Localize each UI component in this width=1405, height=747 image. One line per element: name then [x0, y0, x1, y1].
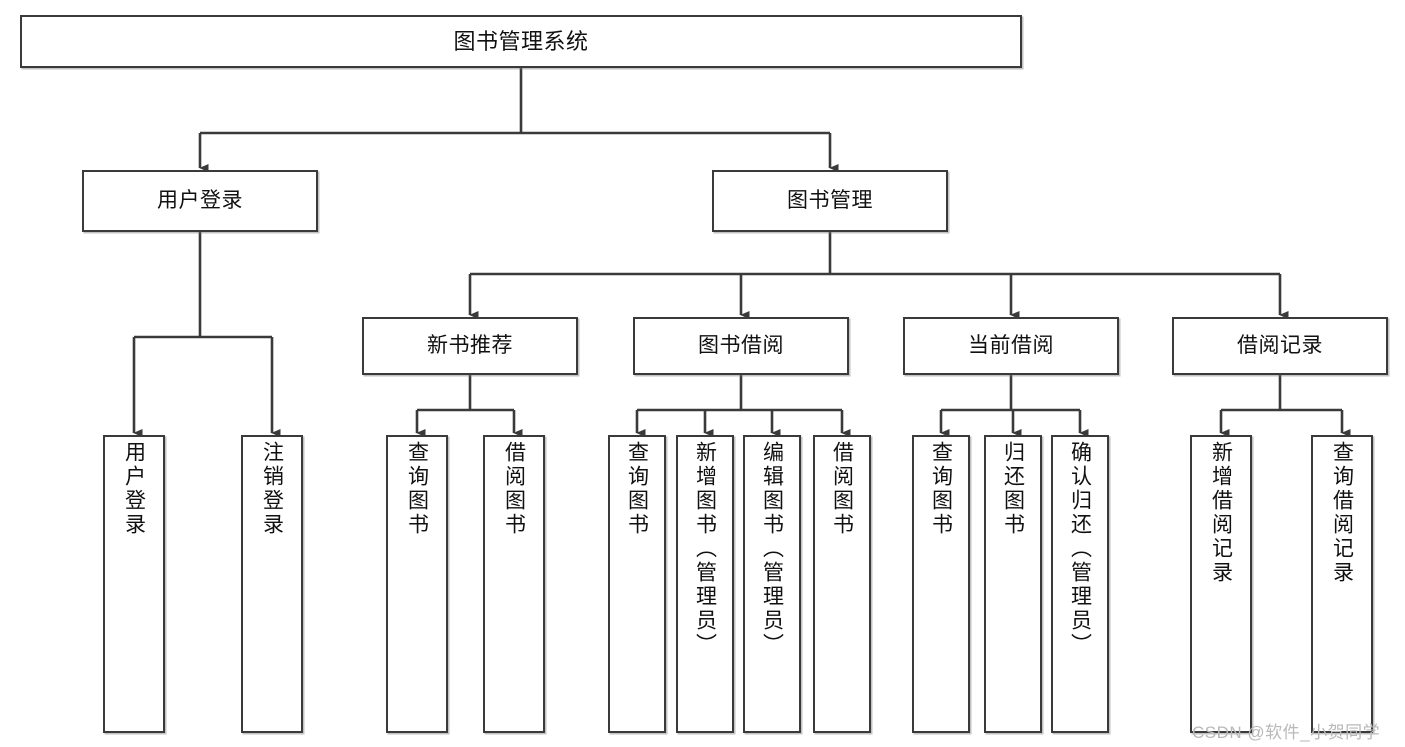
csdn-watermark: CSDN @软件_小贺同学	[1192, 723, 1381, 742]
node-leaf-query-book-rec[interactable]: 查询图书	[386, 435, 448, 733]
node-book-borrow-label: 图书借阅	[698, 333, 784, 357]
node-leaf-confirm-return[interactable]: 确认归还（管理员）	[1051, 435, 1109, 733]
node-root-label: 图书管理系统	[453, 28, 589, 54]
node-current-borrow-label: 当前借阅	[968, 333, 1054, 357]
node-leaf-edit-book-label: 编辑图书（管理员）	[760, 441, 784, 657]
node-leaf-add-record-label: 新增借阅记录	[1209, 441, 1233, 585]
node-leaf-query-record-label: 查询借阅记录	[1330, 441, 1354, 585]
node-book-manage-label: 图书管理	[787, 188, 873, 212]
node-leaf-confirm-return-label: 确认归还（管理员）	[1068, 441, 1092, 657]
node-leaf-add-book-label: 新增图书（管理员）	[693, 441, 717, 657]
node-root[interactable]: 图书管理系统	[20, 15, 1022, 68]
node-leaf-borrow-book[interactable]: 借阅图书	[813, 435, 871, 733]
node-leaf-borrow-book-rec[interactable]: 借阅图书	[483, 435, 545, 733]
node-leaf-query-book[interactable]: 查询图书	[608, 435, 666, 733]
node-borrow-record-label: 借阅记录	[1237, 333, 1323, 357]
node-current-borrow[interactable]: 当前借阅	[903, 317, 1119, 375]
node-borrow-record[interactable]: 借阅记录	[1172, 317, 1388, 375]
node-new-book-rec[interactable]: 新书推荐	[362, 317, 578, 375]
node-leaf-query-book-cur-label: 查询图书	[929, 441, 953, 537]
node-leaf-add-record[interactable]: 新增借阅记录	[1190, 435, 1252, 733]
node-leaf-borrow-book-label: 借阅图书	[830, 441, 854, 537]
node-new-book-rec-label: 新书推荐	[427, 333, 513, 357]
node-user-login-label: 用户登录	[157, 188, 243, 212]
node-leaf-user-login[interactable]: 用户登录	[103, 435, 165, 733]
node-leaf-user-logout[interactable]: 注销登录	[241, 435, 303, 733]
node-leaf-query-book-cur[interactable]: 查询图书	[912, 435, 970, 733]
node-leaf-query-book-label: 查询图书	[625, 441, 649, 537]
node-leaf-borrow-book-rec-label: 借阅图书	[502, 441, 526, 537]
node-leaf-query-book-rec-label: 查询图书	[405, 441, 429, 537]
node-book-manage[interactable]: 图书管理	[712, 170, 948, 232]
node-leaf-query-record[interactable]: 查询借阅记录	[1311, 435, 1373, 733]
node-leaf-edit-book[interactable]: 编辑图书（管理员）	[743, 435, 801, 733]
node-leaf-user-login-label: 用户登录	[122, 441, 146, 537]
node-user-login[interactable]: 用户登录	[82, 170, 318, 232]
node-book-borrow[interactable]: 图书借阅	[633, 317, 849, 375]
node-leaf-return-book[interactable]: 归还图书	[984, 435, 1042, 733]
node-leaf-user-logout-label: 注销登录	[260, 441, 284, 537]
node-leaf-add-book[interactable]: 新增图书（管理员）	[676, 435, 734, 733]
node-leaf-return-book-label: 归还图书	[1001, 441, 1025, 537]
